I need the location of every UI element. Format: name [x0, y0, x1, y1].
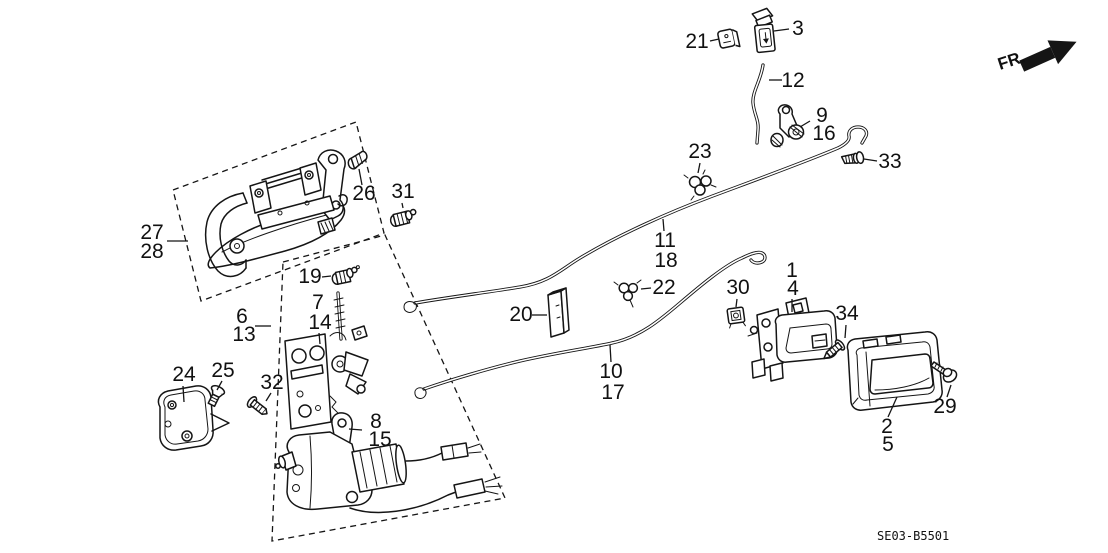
- part-bushing-stud-31: [389, 208, 417, 228]
- lock-assembly-boundary-box: [271, 234, 506, 542]
- part-bushing-19: [331, 265, 360, 286]
- part-clip-22: [613, 279, 642, 308]
- callout-18: 18: [654, 249, 677, 272]
- front-direction-indicator: FR.: [995, 40, 1077, 74]
- callout-17: 17: [601, 381, 624, 404]
- front-direction-label: FR.: [995, 47, 1027, 74]
- part-inner-handle-assembly: [747, 297, 838, 382]
- part-protector-20: [547, 287, 570, 338]
- part-screw-29: [930, 361, 958, 383]
- callout-20: 20: [509, 303, 532, 326]
- callout-16: 16: [812, 122, 835, 145]
- callout-32: 32: [260, 371, 283, 394]
- part-clip-21: [717, 28, 741, 49]
- callout-29: 29: [933, 395, 956, 418]
- callout-34: 34: [835, 302, 859, 325]
- callout-24: 24: [172, 363, 196, 386]
- callout-1: 1: [786, 259, 798, 282]
- callout-labels: 21 3 12 9 16 33 23 11 18 26 31 27 28 19 …: [140, 17, 956, 456]
- callout-14: 14: [308, 311, 332, 334]
- callout-31: 31: [391, 180, 414, 203]
- part-lock-actuator: [275, 412, 503, 514]
- front-arrow-icon: [1019, 40, 1077, 72]
- leader-lines: [167, 28, 952, 431]
- callout-13: 13: [232, 323, 255, 346]
- part-screw-25: [207, 384, 226, 408]
- callout-22: 22: [652, 276, 675, 299]
- part-screw-33: [840, 151, 865, 165]
- callout-9: 9: [816, 104, 828, 127]
- callout-5: 5: [882, 433, 894, 456]
- callout-6: 6: [236, 305, 248, 328]
- callout-33: 33: [878, 150, 901, 173]
- callout-19: 19: [298, 265, 321, 288]
- part-door-lock-assembly: [284, 291, 369, 430]
- part-grommet: [347, 150, 368, 170]
- callout-27: 27: [140, 221, 163, 244]
- callout-25: 25: [211, 359, 234, 382]
- callout-7: 7: [312, 291, 324, 314]
- callout-11: 11: [654, 229, 676, 252]
- callout-28: 28: [140, 240, 163, 263]
- callout-2: 2: [881, 415, 893, 438]
- part-clip-30: [726, 306, 746, 329]
- callout-10: 10: [599, 360, 622, 383]
- part-gasket-24: [157, 385, 230, 451]
- part-handle-case: [846, 331, 943, 411]
- callout-8: 8: [370, 410, 382, 433]
- diagram-code: SE03-B5501: [877, 529, 949, 543]
- part-lock-knob: [751, 7, 776, 54]
- part-screw-34: [823, 339, 846, 360]
- callout-4: 4: [787, 277, 799, 300]
- callout-23: 23: [688, 140, 711, 163]
- part-outer-door-handle: [204, 149, 348, 278]
- callout-21: 21: [685, 30, 708, 53]
- part-joint-9-16: [770, 104, 805, 148]
- callout-3: 3: [792, 17, 804, 40]
- rod-10-17: [414, 250, 767, 399]
- callout-12: 12: [781, 69, 804, 92]
- rod-11-18: [403, 125, 869, 313]
- callout-26: 26: [352, 182, 375, 205]
- outer-handle-boundary-box: [172, 121, 385, 302]
- callout-15: 15: [368, 428, 391, 451]
- rod-12: [751, 63, 765, 145]
- part-screw-32: [246, 396, 268, 416]
- callout-30: 30: [726, 276, 749, 299]
- part-clip-23: [683, 169, 717, 201]
